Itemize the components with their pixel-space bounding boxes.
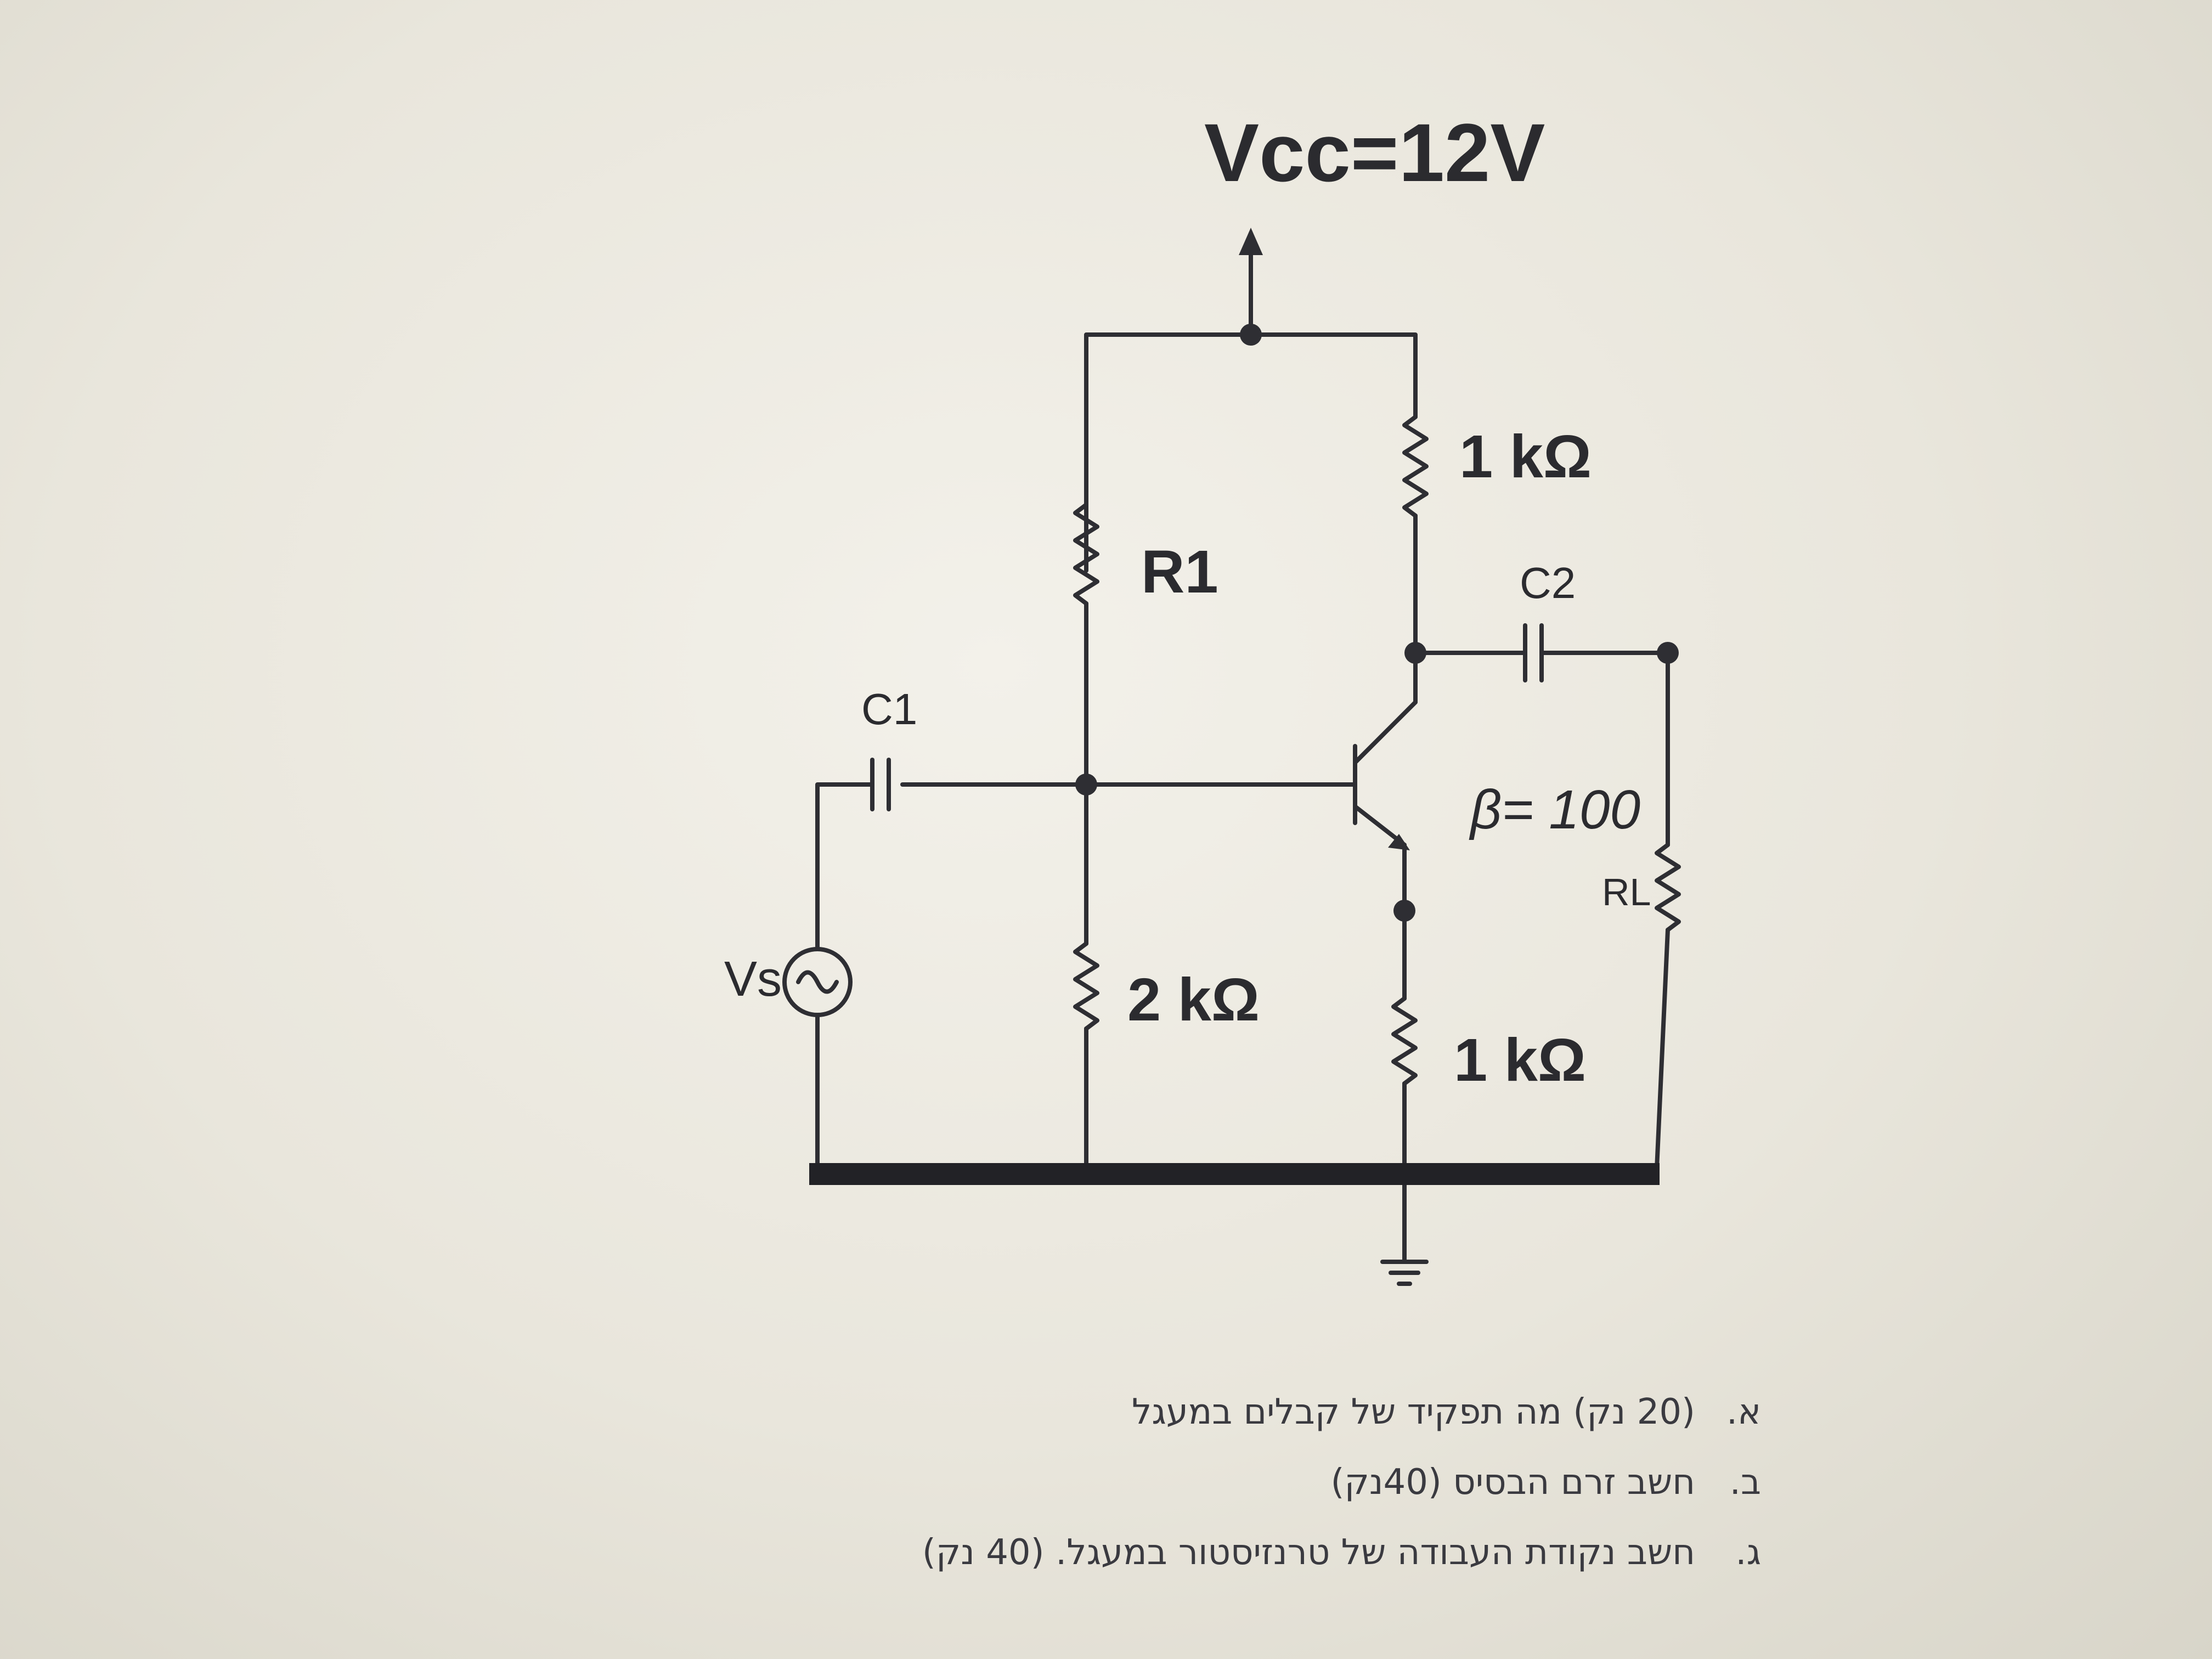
re-resistor xyxy=(1391,996,1418,1086)
vcc-arrow-icon xyxy=(1239,228,1263,255)
beta-label: β= 100 xyxy=(1469,779,1640,840)
c1-wire-left xyxy=(815,782,874,951)
vs-label: Vs xyxy=(724,952,782,1007)
r1-resistor xyxy=(1073,492,1099,617)
questions-list: א. (20 נק) מה תפקיד של קבלים במעגל ב. חש… xyxy=(549,1377,1761,1588)
re-label: 1 kΩ xyxy=(1454,1026,1586,1094)
question-letter: ג. xyxy=(1735,1532,1761,1573)
supply-label: Vcc=12V xyxy=(1204,106,1545,199)
c1-label: C1 xyxy=(861,685,917,733)
question-item: ג. חשב נקודת העבודה של טרנזיסטור במעגל. … xyxy=(549,1517,1761,1588)
rl-wire-bottom xyxy=(1655,928,1670,1171)
rc-label: 1 kΩ xyxy=(1459,423,1592,490)
top-rail xyxy=(1084,332,1418,573)
junction-dot xyxy=(1240,324,1262,346)
question-item: א. (20 נק) מה תפקיד של קבלים במעגל xyxy=(549,1377,1761,1447)
question-item: ב. חשב זרם הבסיס (40נק) xyxy=(549,1447,1761,1517)
r1-label: R1 xyxy=(1141,538,1218,606)
rl-resistor xyxy=(1655,843,1681,932)
transistor-collector-leg xyxy=(1353,700,1418,765)
question-text: (20 נק) מה תפקיד של קבלים במעגל xyxy=(1132,1392,1695,1432)
sine-wave-icon xyxy=(796,970,839,994)
ground-icon xyxy=(1380,1260,1429,1286)
r2-label: 2 kΩ xyxy=(1127,966,1260,1034)
c2-label: C2 xyxy=(1520,558,1576,607)
question-letter: א. xyxy=(1726,1392,1761,1432)
question-text: חשב זרם הבסיס (40נק) xyxy=(1330,1462,1695,1503)
rl-label: RL xyxy=(1602,871,1651,913)
question-text: חשב נקודת העבודה של טרנזיסטור במעגל. (40… xyxy=(922,1532,1695,1573)
question-letter: ב. xyxy=(1729,1462,1761,1503)
r2-resistor xyxy=(1073,941,1099,1031)
rc-resistor xyxy=(1402,415,1429,518)
